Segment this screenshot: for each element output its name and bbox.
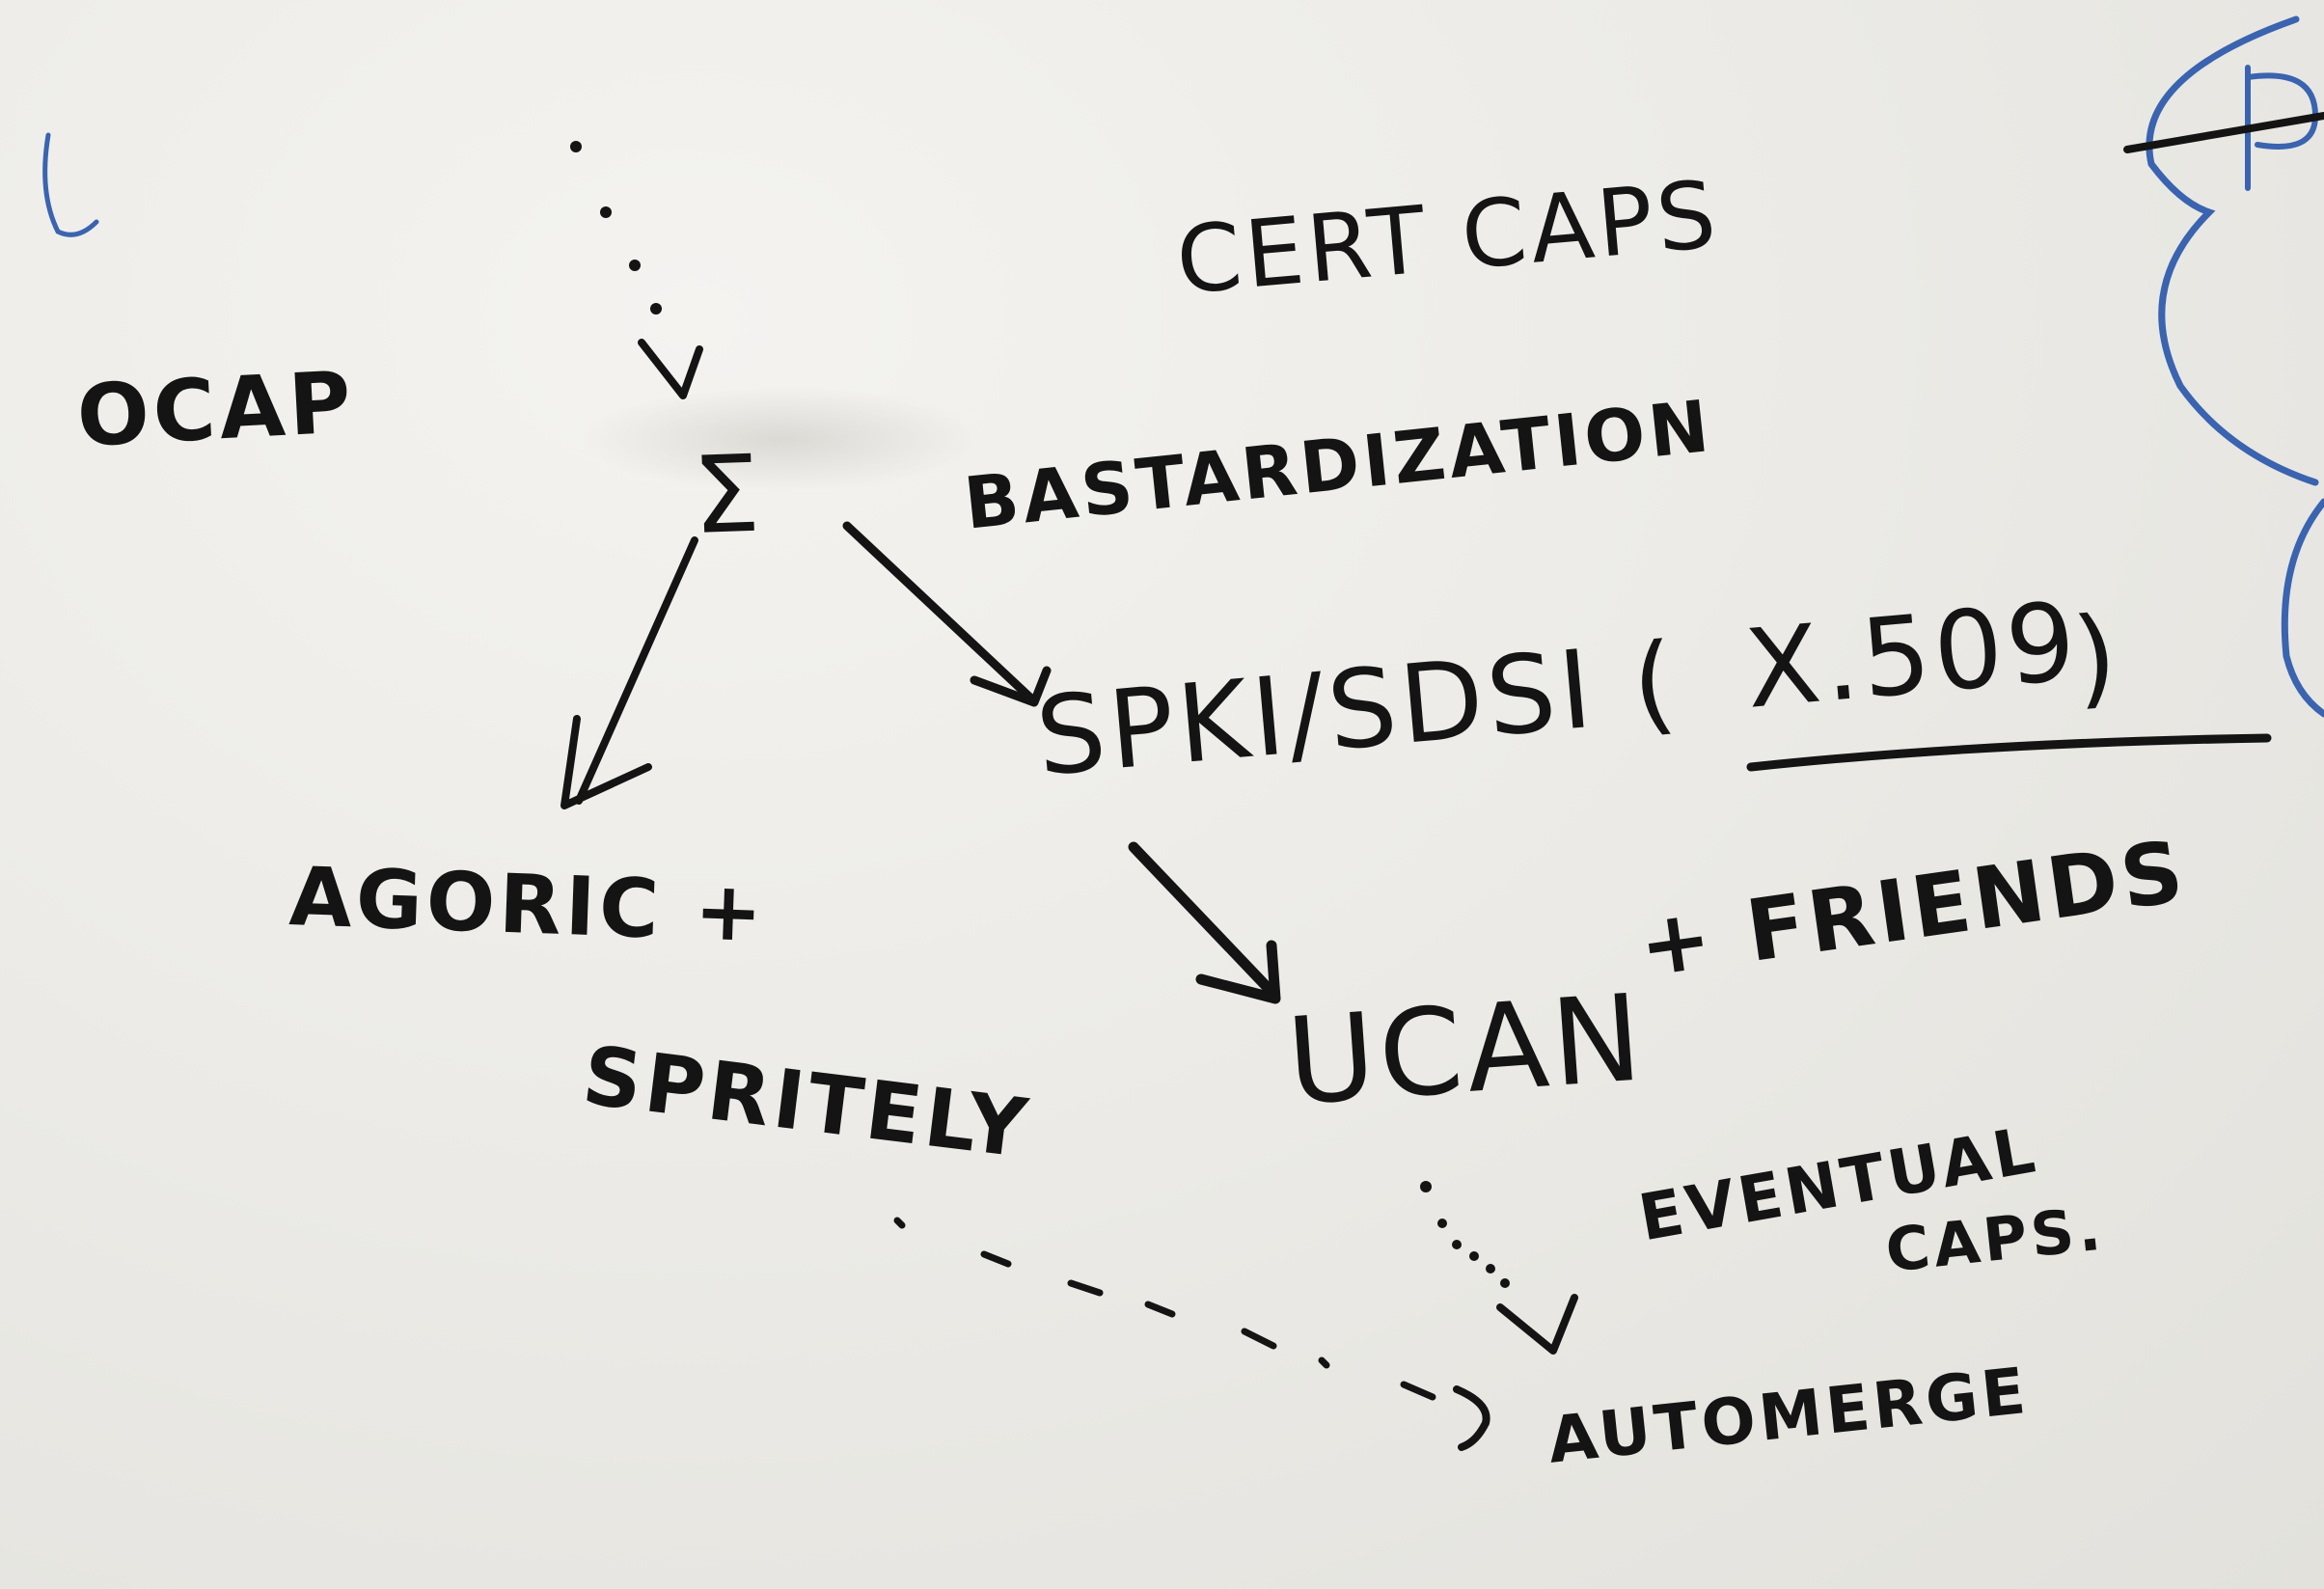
- arrowhead-right: [1453, 1385, 1490, 1451]
- arrowhead-right: [970, 666, 1052, 707]
- arrowhead-down: [1496, 1294, 1578, 1355]
- blue-brace-mark: [2146, 15, 2319, 486]
- eraser-smudge: [579, 386, 984, 492]
- blue-edge-mark: [42, 132, 99, 237]
- arrow-sigma-to-agoric: [575, 536, 698, 805]
- arrowhead-left: [560, 715, 652, 809]
- label-ocap: OCAP: [74, 351, 358, 466]
- label-ucan: UCAN: [1282, 969, 1651, 1133]
- label-sigma: Σ: [690, 431, 766, 558]
- arrow-spki-to-ucan: [1128, 841, 1279, 1000]
- x509-underline: [1746, 733, 2272, 772]
- arrow-sigma-to-spki: [842, 521, 1037, 704]
- arrowhead-down: [638, 339, 703, 399]
- dotted-arrow-into-sigma: [570, 141, 662, 315]
- blue-brace-mark: [2281, 498, 2324, 718]
- dotted-arrow-ucan-to-automerge: [1420, 1181, 1510, 1288]
- strike-line: [2123, 112, 2324, 153]
- dashed-arrow-spritely-to-automerge: [893, 1217, 1436, 1401]
- arrowhead-right: [1195, 940, 1281, 1004]
- label-agoric: AGORIC +: [287, 849, 768, 961]
